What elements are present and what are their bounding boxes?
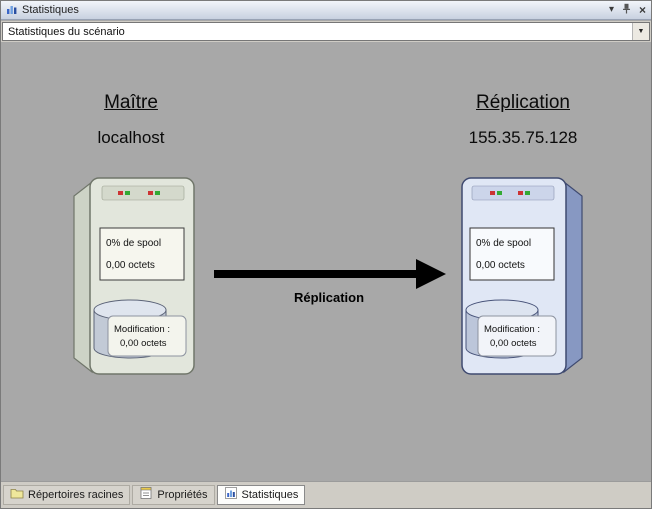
master-modification-size: 0,00 octets	[120, 338, 167, 349]
server-tower-icon: 0% de spool 0,00 octets Modification : 0…	[461, 177, 583, 375]
tab-label: Statistiques	[241, 488, 299, 501]
server-tower-icon: 0% de spool 0,00 octets Modification : 0…	[73, 177, 195, 375]
close-button[interactable]: ×	[638, 3, 646, 17]
master-host: localhost	[97, 128, 165, 147]
arrow-head	[416, 259, 446, 289]
bottom-tabbar: Répertoires racines Propriétés	[1, 481, 651, 508]
tab-label: Propriétés	[157, 488, 208, 501]
replication-arrow-label: Réplication	[293, 290, 365, 305]
tab-repertoires-racines[interactable]: Répertoires racines	[3, 484, 131, 505]
tab-proprietes[interactable]: Propriétés	[132, 484, 215, 505]
scenario-combobox[interactable]: Statistiques du scénario ▼	[2, 22, 650, 41]
replica-heading: Réplication	[476, 92, 570, 113]
statistics-content: Maître localhost Réplication 155.35.75.1…	[2, 42, 650, 481]
master-heading: Maître	[104, 92, 158, 113]
replica-spool-percent: 0% de spool	[476, 238, 531, 249]
combo-row: Statistiques du scénario ▼	[1, 21, 651, 42]
arrow-shaft	[214, 270, 418, 278]
pin-icon[interactable]	[622, 3, 631, 17]
master-spool-size: 0,00 octets	[106, 260, 155, 271]
chart-icon	[224, 486, 238, 503]
replica-modification-label: Modification :	[484, 324, 540, 335]
chevron-down-icon[interactable]: ▼	[632, 23, 649, 40]
replica-spool-size: 0,00 octets	[476, 260, 525, 271]
properties-icon	[139, 486, 153, 503]
window-title: Statistiques	[22, 4, 79, 16]
replica-server-graphic: 0% de spool 0,00 octets Modification : 0…	[454, 166, 594, 378]
replica-host: 155.35.75.128	[468, 128, 578, 147]
master-modification-label: Modification :	[114, 324, 170, 335]
window-menu-button[interactable]: ▾	[608, 4, 614, 15]
master-spool-percent: 0% de spool	[106, 238, 161, 249]
replication-arrow	[214, 259, 446, 289]
chart-icon	[6, 3, 18, 18]
scenario-combobox-value: Statistiques du scénario	[8, 25, 125, 38]
titlebar[interactable]: Statistiques ▾ ×	[1, 1, 651, 20]
tab-statistiques[interactable]: Statistiques	[216, 484, 306, 505]
master-server-graphic: 0% de spool 0,00 octets Modification : 0…	[62, 166, 202, 378]
folder-icon	[10, 487, 24, 502]
replica-modification-size: 0,00 octets	[490, 338, 537, 349]
tab-label: Répertoires racines	[28, 488, 124, 501]
